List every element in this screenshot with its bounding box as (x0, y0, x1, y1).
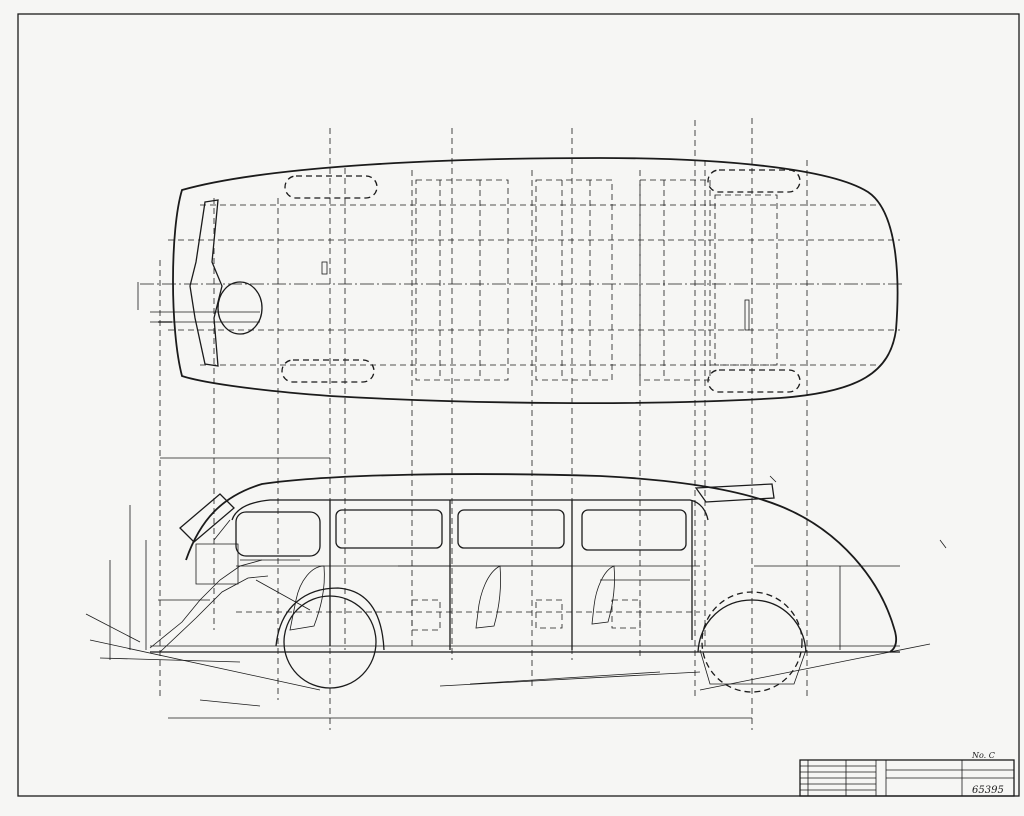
roof-box-mark (769, 475, 777, 483)
seat-row-1 (289, 565, 325, 631)
plan-wheel-well-front-top (284, 175, 378, 199)
side-view (89, 473, 931, 693)
plan-seat-frame-1 (415, 179, 509, 381)
steering-assembly (149, 559, 269, 653)
plan-marker (744, 299, 750, 331)
front-wheel (283, 595, 377, 689)
ground-line-mid (439, 671, 701, 687)
drawing-border (17, 13, 1020, 797)
plan-wheel-well-front-bottom (281, 359, 375, 383)
title-block: No. C 65395 (799, 751, 1015, 797)
projection-lines (159, 118, 808, 730)
dimensions (85, 457, 947, 719)
window-rear-frame (231, 499, 709, 521)
plan-seat-frame-4 (714, 194, 778, 366)
plan-wheel-well-rear-bottom (707, 369, 801, 393)
plan-seat-frame-3 (639, 179, 711, 381)
dash-panel (195, 543, 239, 585)
window-front (235, 511, 321, 557)
plan-view (137, 157, 905, 404)
sheet-mark: No. C (971, 751, 995, 760)
plan-front-panel (189, 199, 223, 367)
ground-line-rear (699, 643, 931, 691)
seat-back (535, 599, 563, 629)
control-rod (213, 519, 231, 541)
rear-fender (697, 599, 807, 653)
roof-box (694, 483, 775, 503)
side-body-outline (185, 473, 897, 653)
rear-wheel (701, 591, 803, 693)
plan-body-outline (172, 157, 899, 404)
window-3 (457, 509, 565, 549)
plan-marker (321, 261, 328, 275)
plan-wheel-well-rear-top (707, 169, 801, 193)
seat-row-2 (411, 599, 441, 631)
ground-line-mid-2 (469, 671, 661, 685)
plan-seat-frame-2 (535, 179, 613, 381)
ground-line-front-2 (99, 657, 241, 663)
window-2 (335, 509, 443, 549)
seat-row-4 (591, 565, 615, 625)
control-rod (255, 579, 311, 611)
front-fender (275, 587, 385, 651)
window-4 (581, 509, 687, 551)
plan-steering-wheel (217, 281, 263, 335)
seat-row-3 (475, 565, 501, 629)
seat-back (611, 599, 641, 629)
windshield (179, 493, 235, 543)
rear-fender-skirt (699, 649, 807, 685)
ground-line-front (89, 639, 321, 691)
drawing-number: 65395 (972, 785, 1004, 796)
